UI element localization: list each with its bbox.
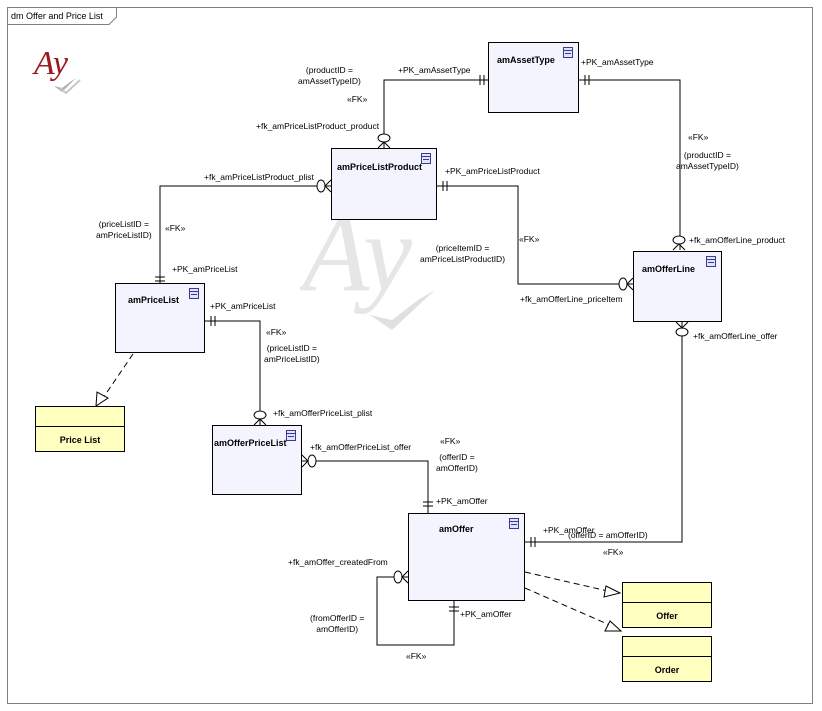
entity-amofferline[interactable]: amOfferLine: [633, 251, 722, 322]
rel-offer-self: [376, 576, 455, 646]
dashed-pricelist-note: [102, 353, 134, 399]
dashed-offer-note: [524, 571, 613, 593]
rel-assettype-pricelistproduct: [383, 79, 488, 148]
frame-tab: dm Offer and Price List: [7, 7, 117, 25]
frame-tab-outline: [7, 7, 117, 25]
rel-offer-offerpricelist: [302, 460, 429, 513]
dashed-order-note: [524, 587, 613, 627]
rel-label: +PK_amPriceListProduct: [445, 166, 540, 176]
logo-text: Ay: [32, 45, 69, 82]
rel-label: +fk_amOfferLine_priceItem: [520, 294, 623, 304]
rel-label: (priceItemID = amPriceListProductID): [420, 243, 506, 264]
logo-icon: Ay: [32, 45, 81, 95]
table-icon: [509, 518, 519, 529]
rel-label: «FK»: [688, 132, 709, 142]
rel-label: «FK»: [440, 436, 461, 446]
entity-title: amOfferPriceList: [214, 438, 287, 448]
entity-amofferpricelist[interactable]: amOfferPriceList: [212, 425, 302, 495]
rel-label: (offerID = amOfferID): [436, 452, 478, 473]
rel-label: «FK»: [519, 234, 540, 244]
table-icon: [286, 430, 296, 441]
entity-title: amOffer: [439, 524, 474, 534]
rel-label: +fk_amPriceListProduct_product: [256, 121, 380, 131]
rel-label: «FK»: [165, 223, 186, 233]
rel-label: +fk_amOfferLine_product: [689, 235, 785, 245]
entity-title: amOfferLine: [642, 264, 696, 274]
table-icon: [189, 288, 199, 299]
rel-label: (fromOfferID = amOfferID): [310, 613, 365, 634]
rel-label: +fk_amOffer_createdFrom: [288, 557, 388, 567]
rel-label: +PK_amPriceList: [210, 301, 276, 311]
note-title: Offer: [656, 611, 678, 621]
rel-label: +PK_amAssetType: [398, 65, 471, 75]
entity-ampricelist[interactable]: amPriceList: [115, 283, 205, 353]
rel-label: +PK_amOffer: [543, 525, 595, 535]
rel-label: +PK_amOffer: [436, 496, 488, 506]
entity-amassettype[interactable]: amAssetType: [488, 42, 579, 113]
rel-offer-offerline: [525, 322, 683, 543]
rel-label: +PK_amPriceList: [172, 264, 238, 274]
note-offer[interactable]: Offer: [622, 582, 712, 628]
entity-title: amPriceListProduct: [337, 162, 423, 172]
rel-pricelist-pricelistproduct: [159, 185, 331, 283]
rel-label: (productID = amAssetTypeID): [676, 150, 739, 171]
entity-amoffer[interactable]: amOffer: [408, 513, 525, 601]
rel-label: +fk_amPriceListProduct_plist: [204, 172, 314, 182]
rel-label: (productID = amAssetTypeID): [298, 65, 361, 86]
note-title: Order: [654, 665, 680, 675]
note-title: Price List: [59, 435, 101, 445]
rel-label: +fk_amOfferPriceList_offer: [310, 442, 412, 452]
note-price-list[interactable]: Price List: [35, 406, 125, 452]
rel-label: +fk_amOfferPriceList_plist: [273, 408, 373, 418]
rel-label: (priceListID = amPriceListID): [96, 219, 152, 240]
table-icon: [421, 153, 431, 164]
rel-label: «FK»: [603, 547, 624, 557]
rel-label: «FK»: [406, 651, 427, 661]
entity-ampricelistproduct[interactable]: amPriceListProduct: [331, 148, 437, 220]
rel-label: +PK_amOffer: [460, 609, 512, 619]
entity-title: amPriceList: [128, 295, 180, 305]
entity-title: amAssetType: [497, 55, 555, 65]
frame-title: dm Offer and Price List: [11, 11, 103, 21]
rel-assettype-offerline: [579, 79, 681, 250]
rel-label: «FK»: [266, 327, 287, 337]
rel-label: +PK_amAssetType: [581, 57, 654, 67]
rel-label: (offerID = amOfferID): [568, 530, 648, 540]
rel-pricelist-offerpricelist: [205, 320, 261, 425]
rel-label: +fk_amOfferLine_offer: [693, 331, 778, 341]
rel-label: (priceListID = amPriceListID): [264, 343, 320, 364]
rel-label: «FK»: [347, 94, 368, 104]
diagram-frame: [7, 7, 813, 704]
rel-pricelistproduct-offerline: [437, 185, 633, 285]
table-icon: [563, 47, 573, 58]
note-order[interactable]: Order: [622, 636, 712, 682]
table-icon: [706, 256, 716, 267]
